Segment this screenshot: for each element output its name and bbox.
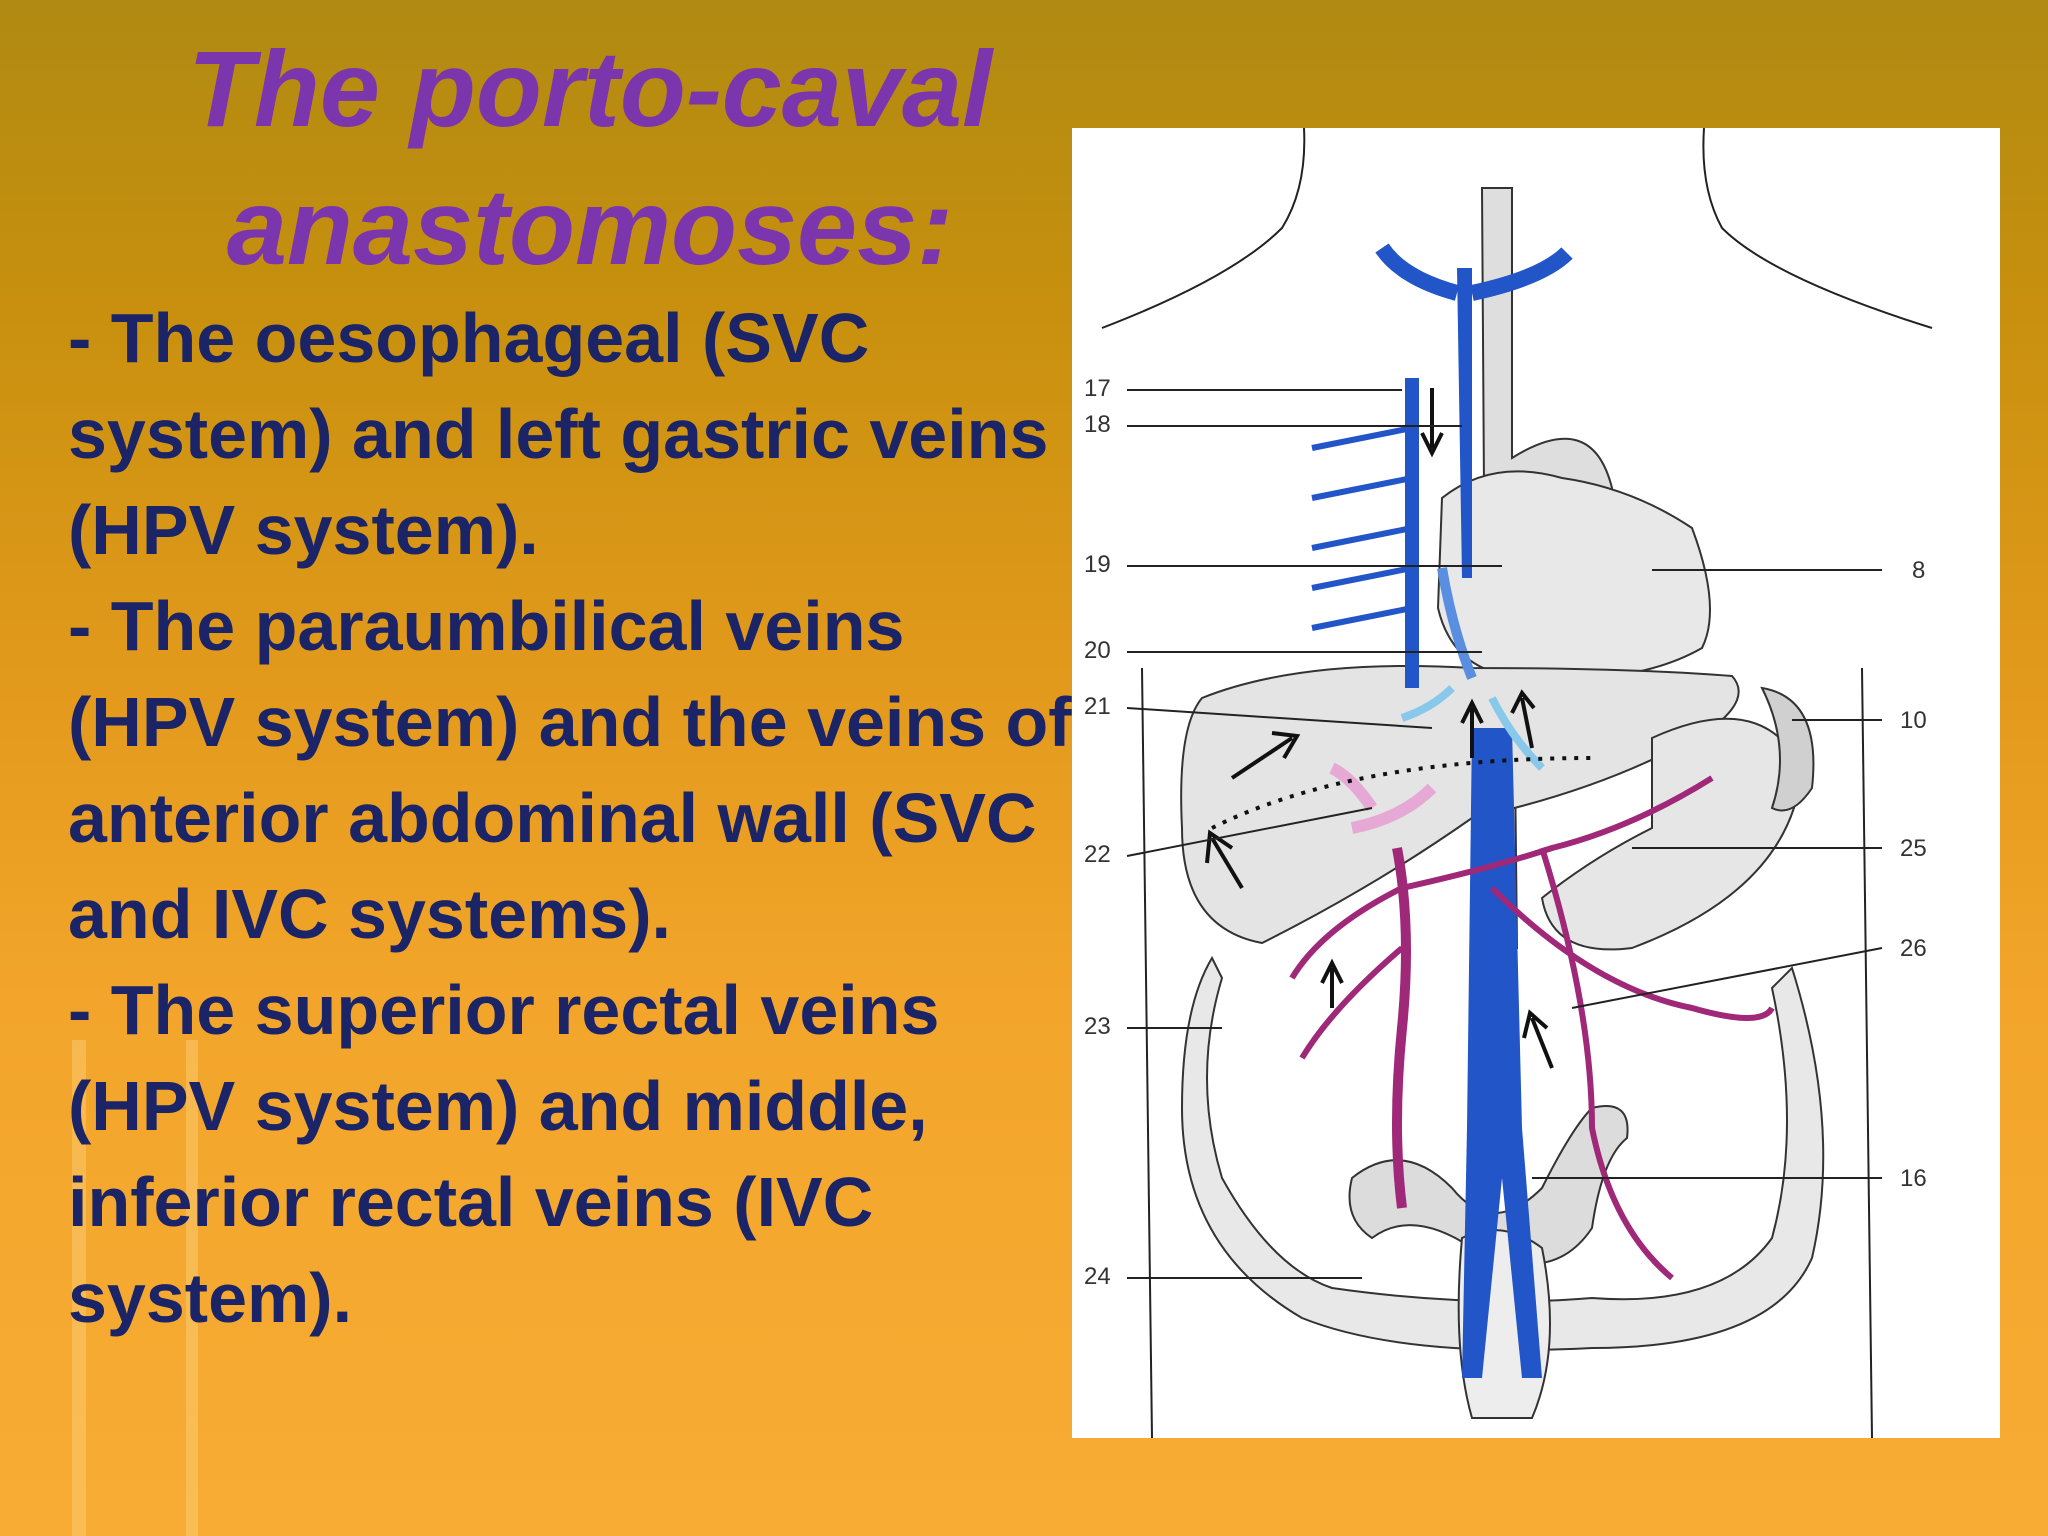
decor-stripe-right (186, 1040, 198, 1536)
label-25: 25 (1900, 835, 1927, 862)
porto-caval-diagram: 17 18 19 20 21 22 23 24 8 10 25 26 16 (1084, 128, 1933, 1438)
superior-vena-cava (1457, 268, 1472, 578)
label-26: 26 (1900, 935, 1927, 962)
label-17: 17 (1084, 375, 1111, 402)
neck-outline-right (1702, 128, 1933, 329)
leader-21 (1126, 707, 1433, 729)
brachiocephalic-veins (1375, 243, 1573, 301)
intercostal-veins (1311, 425, 1413, 631)
portal-vein-in-liver (1329, 762, 1437, 834)
title-line-1: The porto-caval (187, 28, 993, 149)
torso-outline-right (1861, 667, 1873, 1438)
portal-tributaries (1289, 775, 1714, 1060)
superior-mesenteric-vein (1392, 847, 1411, 1209)
colon (1180, 955, 1825, 1351)
label-21: 21 (1084, 693, 1111, 720)
point-paraumbilical: - The paraumbilical veins (HPV system) a… (68, 587, 1072, 953)
decor-stripe-left (72, 1040, 86, 1536)
leader-26 (1571, 947, 1883, 1009)
label-22: 22 (1084, 841, 1111, 868)
stomach (1540, 717, 1804, 951)
flow-arrows (1205, 388, 1554, 1069)
hepatic-veins (1400, 685, 1545, 771)
heart (1436, 470, 1711, 680)
oesophageal-veins (1437, 567, 1477, 680)
anatomy-figure: 17 18 19 20 21 22 23 24 8 10 25 26 16 (1072, 128, 2000, 1438)
label-10: 10 (1900, 707, 1927, 734)
label-24: 24 (1084, 1263, 1111, 1290)
liver-dotted-line (1211, 756, 1593, 830)
label-18: 18 (1084, 411, 1111, 438)
spleen (1760, 686, 1815, 812)
inferior-mesenteric-vein (1489, 847, 1775, 1281)
label-23: 23 (1084, 1013, 1111, 1040)
label-16: 16 (1900, 1165, 1927, 1192)
torso-outline-left (1141, 667, 1153, 1438)
slide-title: The porto-caval anastomoses: (60, 20, 1120, 296)
slide-body: - The oesophageal (SVC system) and left … (68, 290, 1078, 1346)
title-line-2: anastomoses: (226, 166, 954, 287)
label-19: 19 (1084, 551, 1111, 578)
label-20: 20 (1084, 637, 1111, 664)
leader-22 (1126, 807, 1373, 857)
point-rectal: - The superior rectal veins (HPV system)… (68, 971, 940, 1337)
inferior-vena-cava (1462, 728, 1542, 1378)
neck-outline-left (1101, 128, 1306, 329)
point-oesophageal: - The oesophageal (SVC system) and left … (68, 299, 1049, 569)
label-8: 8 (1912, 557, 1925, 584)
